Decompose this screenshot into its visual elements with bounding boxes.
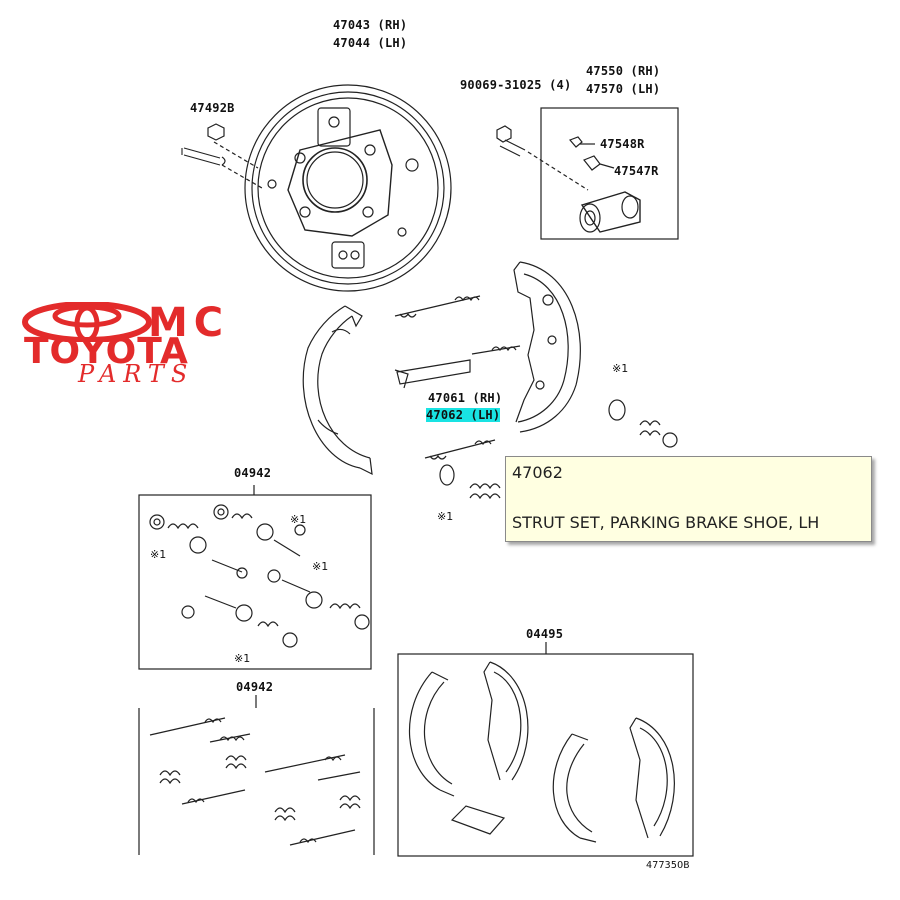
logo-parts: PARTS <box>78 360 195 388</box>
label-backing-plate-rh[interactable]: 47043 (RH) <box>333 18 408 32</box>
label-strut-rh[interactable]: 47061 (RH) <box>428 391 503 405</box>
asterisk-marker: ※1 <box>234 652 251 665</box>
label-boot[interactable]: 47547R <box>614 164 659 178</box>
label-shoe-kit[interactable]: 04495 <box>526 627 564 641</box>
label-strut-lh[interactable]: 47062 (LH) <box>426 408 501 422</box>
kit-a-parts[interactable] <box>149 504 370 648</box>
hold-down-parts[interactable] <box>439 399 678 500</box>
tooltip-part-description: STRUT SET, PARKING BRAKE SHOE, LH <box>512 513 820 532</box>
label-cylinder-lh[interactable]: 47570 (LH) <box>586 82 661 96</box>
cylinder-cup[interactable] <box>568 136 583 148</box>
wheel-cylinder[interactable] <box>579 191 641 233</box>
kit-b-parts[interactable] <box>149 717 361 846</box>
strut[interactable] <box>394 345 521 389</box>
label-kit-a[interactable]: 04942 <box>234 466 272 480</box>
cylinder-box <box>540 107 679 240</box>
upper-spring[interactable] <box>394 295 481 318</box>
label-cylinder-rh[interactable]: 47550 (RH) <box>586 64 661 78</box>
cylinder-boot[interactable] <box>583 155 601 171</box>
toyota-emblem-icon <box>22 302 152 342</box>
logo-mc: MC <box>148 300 230 346</box>
cylinder-bolt[interactable] <box>496 125 526 157</box>
part-tooltip: 47062 STRUT SET, PARKING BRAKE SHOE, LH <box>505 456 872 542</box>
asterisk-marker: ※1 <box>437 510 454 523</box>
asterisk-marker: ※1 <box>290 513 307 526</box>
kit-box-04942-a <box>138 494 372 670</box>
asterisk-marker: ※1 <box>150 548 167 561</box>
label-bolt[interactable]: 90069-31025 (4) <box>460 78 572 92</box>
label-backing-plate-lh[interactable]: 47044 (LH) <box>333 36 408 50</box>
brake-shoe-right[interactable] <box>513 261 581 433</box>
kit-box-04942-b <box>138 708 375 855</box>
label-plug[interactable]: 47492B <box>190 101 235 115</box>
plug-bolt[interactable] <box>181 123 226 166</box>
tooltip-part-code: 47062 <box>512 463 563 482</box>
shoe-kit-parts[interactable] <box>408 661 675 843</box>
figure-number: 47735OB <box>646 860 690 871</box>
logo-toyota: TOYOTA <box>24 331 189 372</box>
backing-plate[interactable] <box>244 84 452 292</box>
asterisk-marker: ※1 <box>612 362 629 375</box>
lower-spring[interactable] <box>424 439 496 460</box>
label-cup[interactable]: 47548R <box>600 137 645 151</box>
asterisk-marker: ※1 <box>312 560 329 573</box>
label-kit-b[interactable]: 04942 <box>236 680 274 694</box>
brake-shoe-left[interactable] <box>302 305 373 476</box>
